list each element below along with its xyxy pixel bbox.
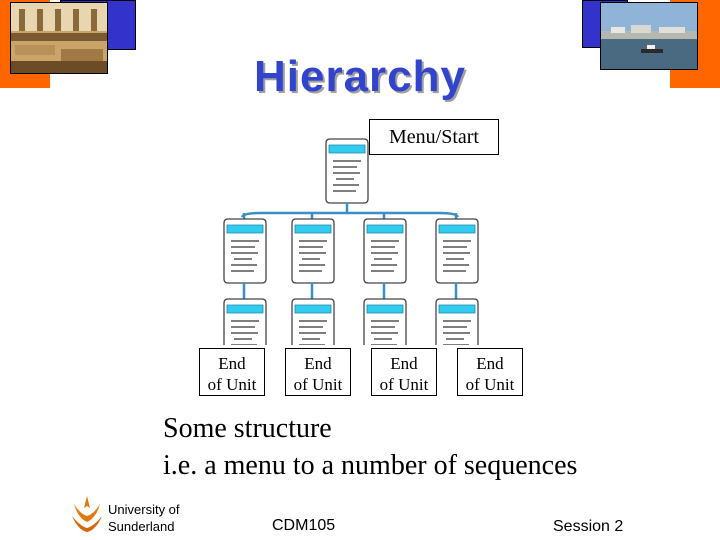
course-code: CDM105 <box>272 517 336 534</box>
document-icon-level1-1 <box>223 218 267 284</box>
library-photo <box>10 2 108 74</box>
document-icon-level1-3 <box>363 218 407 284</box>
session-label: Session 2 <box>553 518 624 535</box>
harbour-photo <box>600 2 698 70</box>
university-name-line-2: Sunderland <box>108 519 175 534</box>
end-of-unit-label-3: End of Unit <box>371 348 437 396</box>
document-icon-level2-4 <box>435 298 479 345</box>
document-icon-level2-3 <box>363 298 407 345</box>
end-of-unit-label-4: End of Unit <box>457 348 523 396</box>
caption-line-2: i.e. a menu to a number of sequences <box>163 450 578 481</box>
end-of-unit-label-2: End of Unit <box>285 348 351 396</box>
document-icon-level2-1 <box>223 298 267 345</box>
caption-line-1: Some structure <box>163 413 332 444</box>
document-icon-level1-2 <box>291 218 335 284</box>
document-icon-root <box>325 138 369 204</box>
hierarchy-diagram <box>223 138 479 345</box>
university-name-line-1: University of <box>108 502 180 517</box>
document-icon-level2-2 <box>291 298 335 345</box>
document-icon-level1-4 <box>435 218 479 284</box>
university-logo-icon <box>72 496 102 532</box>
slide-title: Hierarchy <box>253 52 466 101</box>
end-of-unit-label-1: End of Unit <box>199 348 265 396</box>
menu-start-label: Menu/Start <box>369 119 499 155</box>
